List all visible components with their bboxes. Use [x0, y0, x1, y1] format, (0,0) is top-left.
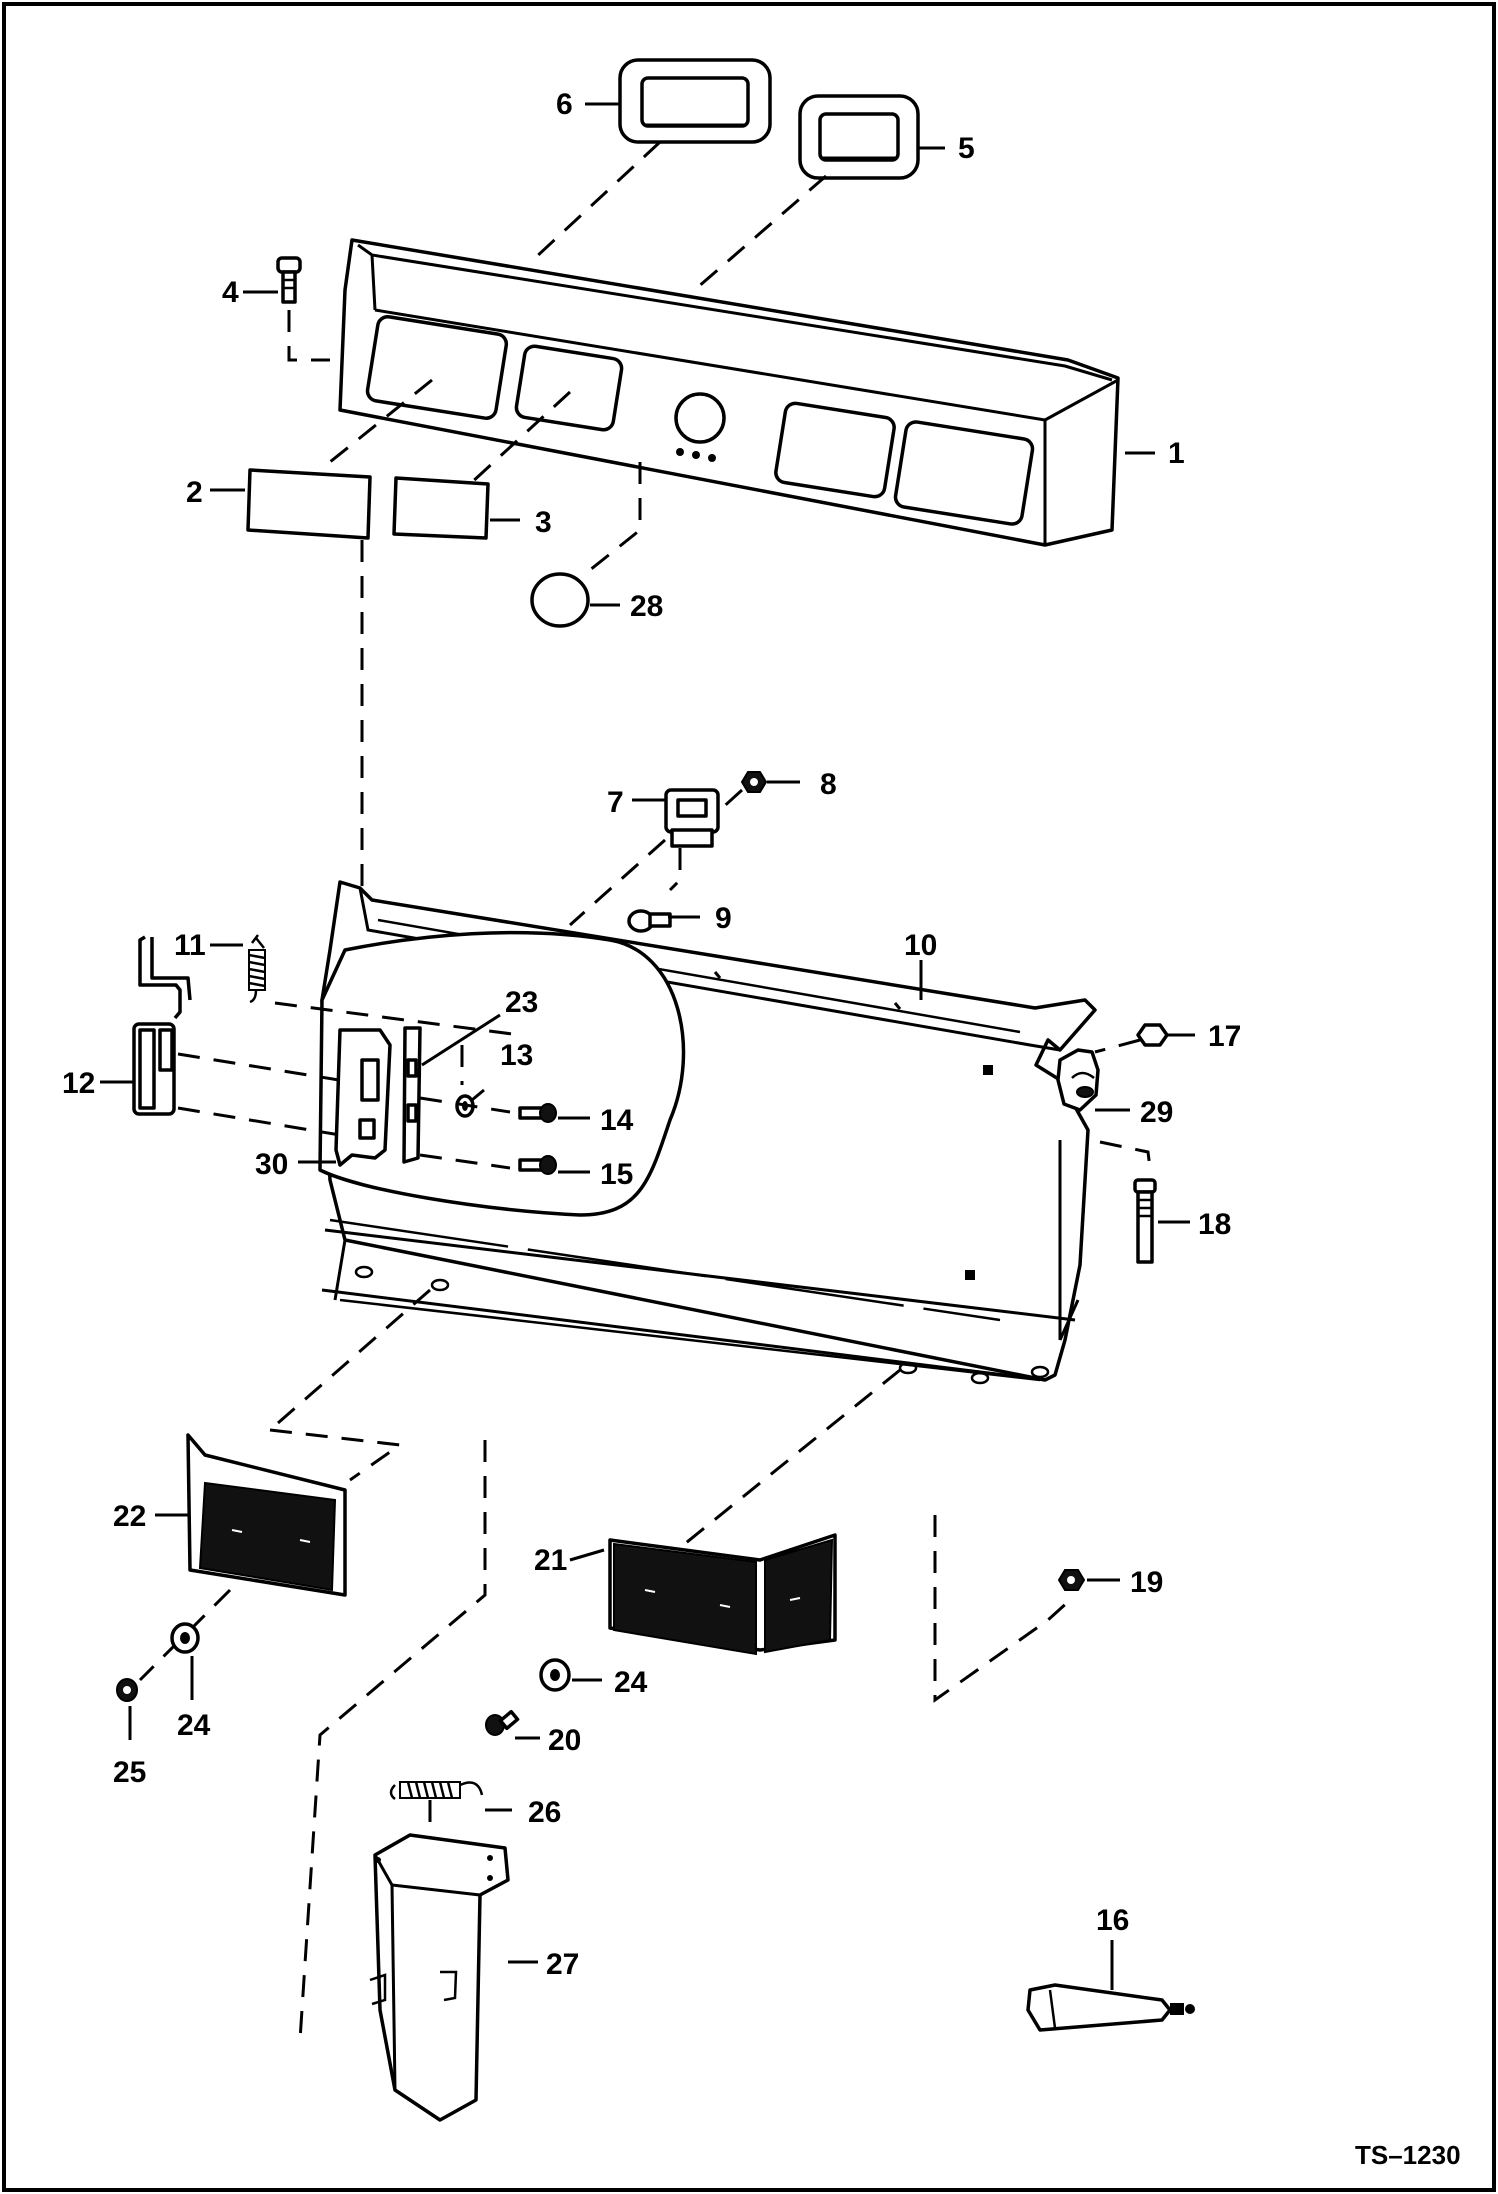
part-19-nut [1057, 1569, 1086, 1591]
callout-14: 14 [600, 1104, 634, 1137]
callout-17: 17 [1208, 1020, 1241, 1053]
callout-24-left: 24 [177, 1709, 211, 1742]
callout-10: 10 [904, 929, 937, 962]
callout-15: 15 [600, 1158, 633, 1191]
part-16-tube [1026, 1983, 1195, 2032]
callout-26: 26 [528, 1796, 561, 1829]
part-9-bolt [627, 909, 672, 933]
callout-6: 6 [556, 88, 573, 121]
part-28-plug [530, 572, 590, 628]
part-4-bolt [276, 256, 302, 304]
part-18-pin [1133, 1178, 1157, 1264]
part-15-screw [518, 1155, 557, 1175]
callout-12: 12 [62, 1067, 95, 1100]
part-6-bezel [618, 58, 772, 144]
part-26-spring [389, 1781, 484, 1800]
callout-22: 22 [113, 1500, 146, 1533]
part-30-bracket [334, 1028, 392, 1167]
part-21-reflector [608, 1533, 837, 1656]
callout-9: 9 [715, 902, 732, 935]
part-29-hinge [1056, 1048, 1100, 1112]
part-27-guard [369, 1833, 510, 2122]
part-8-nut [740, 771, 768, 793]
callout-18: 18 [1198, 1208, 1231, 1241]
part-1-panel [338, 238, 1120, 547]
callout-29: 29 [1140, 1096, 1173, 1129]
part-5-bezel [798, 94, 920, 180]
callout-4: 4 [222, 276, 239, 309]
callout-1: 1 [1168, 437, 1185, 470]
callout-27: 27 [546, 1948, 579, 1981]
part-20-screw [485, 1709, 520, 1736]
callout-7: 7 [607, 786, 624, 819]
callout-20: 20 [548, 1724, 581, 1757]
callout-25: 25 [113, 1756, 146, 1789]
callout-23: 23 [505, 986, 538, 1019]
callout-24-right: 24 [614, 1666, 648, 1699]
callout-5: 5 [958, 132, 975, 165]
callout-2: 2 [186, 476, 203, 509]
part-11-spring [248, 934, 266, 1004]
callout-11: 11 [174, 929, 206, 962]
part-22-reflector [186, 1433, 347, 1597]
part-17-nut [1136, 1023, 1169, 1047]
part-14-screw [518, 1103, 557, 1123]
part-2-lens [246, 468, 372, 540]
callout-8: 8 [820, 768, 837, 801]
part-3-lens [392, 476, 490, 540]
callout-19: 19 [1130, 1566, 1163, 1599]
callout-21: 21 [534, 1544, 567, 1577]
part-23-plate [402, 1026, 422, 1164]
part-24-washer-left [170, 1622, 200, 1654]
part-7-latch [664, 788, 720, 848]
part-25-screw [116, 1678, 138, 1702]
callout-3: 3 [535, 506, 552, 539]
callout-28: 28 [630, 590, 663, 623]
drawing-code: TS–1230 [1355, 2140, 1461, 2170]
callout-30: 30 [255, 1148, 288, 1181]
callout-16: 16 [1096, 1904, 1129, 1937]
part-12-latch-handle [132, 935, 192, 1116]
part-24-washer-right [539, 1658, 571, 1692]
callout-13: 13 [500, 1039, 533, 1072]
